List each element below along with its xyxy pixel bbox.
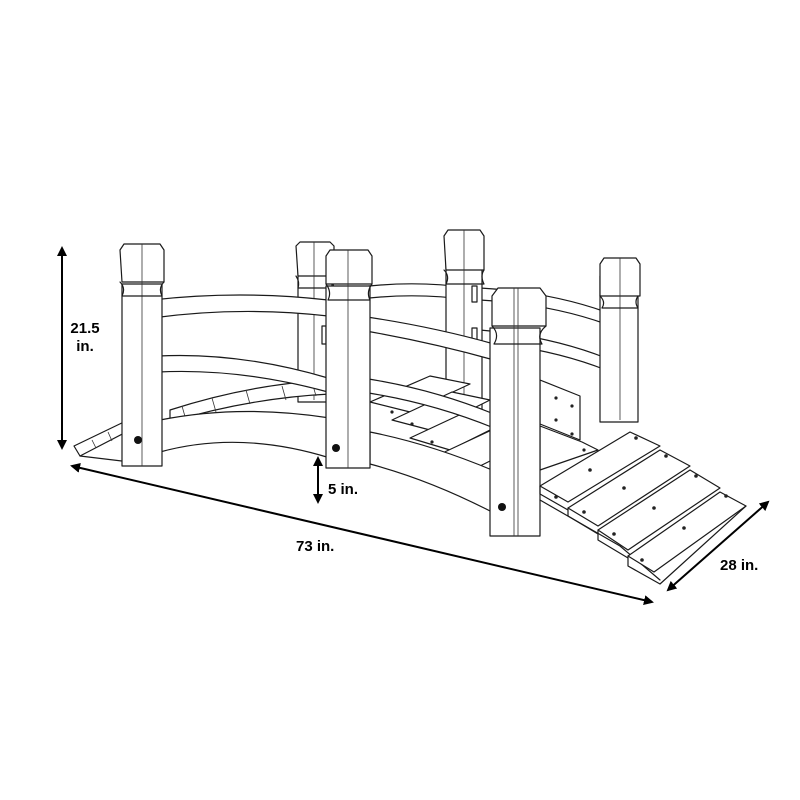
height-label: 21.5 in. — [60, 320, 110, 356]
height-value: 21.5 — [70, 320, 100, 337]
height-unit: in. — [76, 338, 94, 355]
front-post-left — [119, 243, 165, 467]
front-post-right — [489, 287, 547, 537]
clearance-label: 5 in. — [328, 481, 359, 498]
front-stringer-left — [159, 410, 331, 459]
front-post-middle — [325, 249, 373, 469]
length-label: 73 in. — [296, 538, 335, 555]
dimension-width — [666, 500, 770, 592]
dimension-length — [70, 462, 654, 606]
width-label: 28 in. — [720, 557, 759, 574]
back-post-right — [599, 257, 641, 423]
